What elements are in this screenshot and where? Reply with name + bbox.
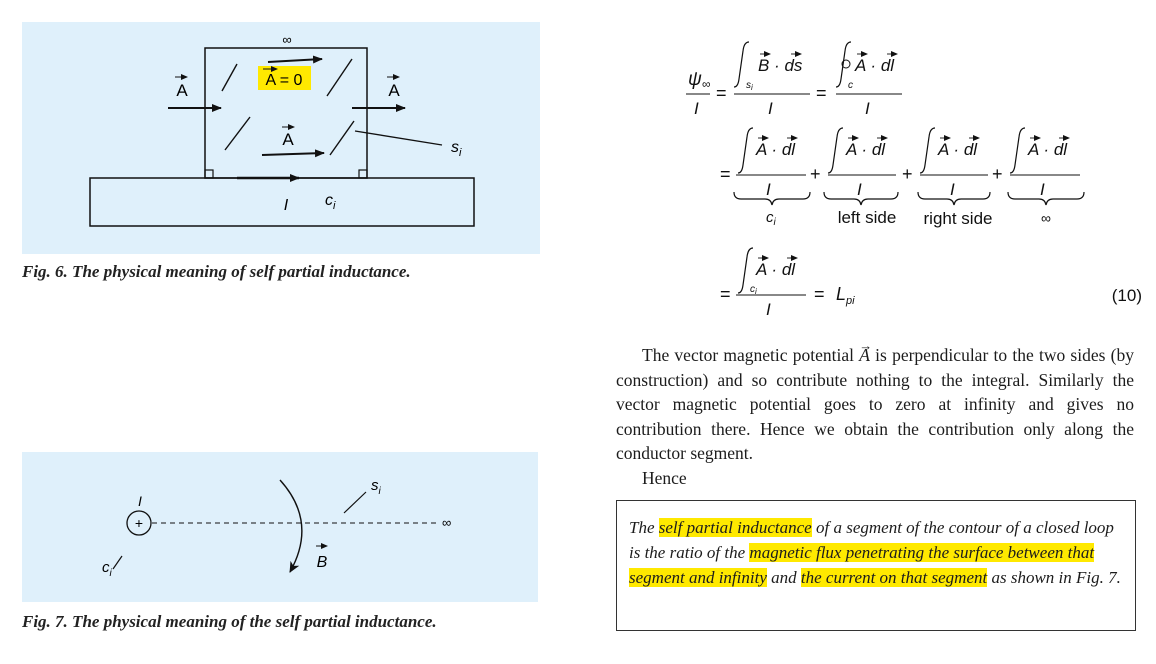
svg-text:+: + xyxy=(992,164,1003,184)
s-label: si xyxy=(371,477,382,497)
svg-text:I: I xyxy=(766,300,771,319)
highlight-self-partial-inductance: self partial inductance xyxy=(658,518,812,537)
a-right-label: A xyxy=(388,81,400,100)
svg-text:I: I xyxy=(950,180,955,199)
brace-label-infinity: ∞ xyxy=(1041,210,1051,226)
equation-10: ψ∞ I = si B · ds I = c A · dl I = A · dl… xyxy=(686,41,1142,319)
svg-text:+: + xyxy=(810,164,821,184)
svg-text:I: I xyxy=(1040,180,1045,199)
psi-symbol: ψ∞ xyxy=(688,69,711,91)
c-label: ci xyxy=(325,192,336,212)
figure-6: ∞ A = 0 A A A I ci si xyxy=(22,22,540,254)
svg-text:=: = xyxy=(716,83,727,103)
svg-text:A · dl: A · dl xyxy=(1027,140,1068,159)
svg-text:A · dl: A · dl xyxy=(755,140,796,159)
flux-arrow xyxy=(279,479,303,573)
svg-text:I: I xyxy=(768,99,773,118)
infinity-label: ∞ xyxy=(442,515,451,530)
b-label: B xyxy=(317,554,328,571)
svg-text:I: I xyxy=(766,180,771,199)
equation-number: (10) xyxy=(1112,286,1142,305)
svg-text:=: = xyxy=(720,284,731,304)
hence-paragraph: Hence xyxy=(642,468,687,488)
svg-text:I: I xyxy=(857,180,862,199)
conductor-circle xyxy=(126,510,152,536)
current-label: I xyxy=(138,493,142,509)
right-angle-marker-right xyxy=(358,169,368,179)
a-left-label: A xyxy=(176,81,188,100)
svg-text:=: = xyxy=(814,284,825,304)
svg-text:si: si xyxy=(746,80,753,92)
top-arrow xyxy=(267,55,323,64)
svg-text:ci: ci xyxy=(750,284,757,296)
figure-7-diagram: + I ∞ ci si B xyxy=(102,477,451,579)
explanation-paragraph: The vector magnetic potential →A is perp… xyxy=(616,338,1134,463)
infinity-label: ∞ xyxy=(282,32,291,47)
figure-6-caption: Fig. 6. The physical meaning of self par… xyxy=(22,262,411,281)
definition-box: The self partial inductance of a segment… xyxy=(616,500,1136,631)
brace-label-ci: ci xyxy=(766,209,777,228)
svg-text:I: I xyxy=(865,99,870,118)
right-angle-marker-left xyxy=(204,169,214,179)
l-pi: Lpi xyxy=(836,284,855,307)
svg-text:=: = xyxy=(720,164,731,184)
c-label: ci xyxy=(102,559,113,579)
svg-text:A · dl: A · dl xyxy=(937,140,978,159)
highlight-current: the current on that segment xyxy=(800,568,988,587)
surface-pointer-line xyxy=(354,130,443,146)
b-dot-ds: B · ds xyxy=(758,56,803,75)
inner-arrow xyxy=(261,149,325,158)
svg-text:A · dl: A · dl xyxy=(755,260,796,279)
svg-text:+: + xyxy=(902,164,913,184)
conductor-bar xyxy=(89,177,475,227)
vector-a: →A xyxy=(859,338,873,365)
svg-text:c: c xyxy=(848,80,853,91)
s-label: si xyxy=(451,139,462,159)
brace-label-right: right side xyxy=(924,209,993,228)
a-inner-label: A xyxy=(282,130,294,149)
figure-6-diagram: ∞ A = 0 A A A I ci si xyxy=(89,32,475,227)
figure-7-caption: Fig. 7. The physical meaning of the self… xyxy=(22,612,437,631)
figure-7: + I ∞ ci si B xyxy=(22,452,538,602)
svg-text:=: = xyxy=(816,83,827,103)
current-label: I xyxy=(284,197,289,214)
a-zero-highlight xyxy=(258,66,311,90)
a-zero-label: A = 0 xyxy=(266,72,303,89)
svg-text:A · dl: A · dl xyxy=(845,140,886,159)
svg-text:I: I xyxy=(694,99,699,118)
a-dot-dl: A · dl xyxy=(854,56,895,75)
brace-label-left: left side xyxy=(838,208,897,227)
plus-sign: + xyxy=(135,515,143,531)
